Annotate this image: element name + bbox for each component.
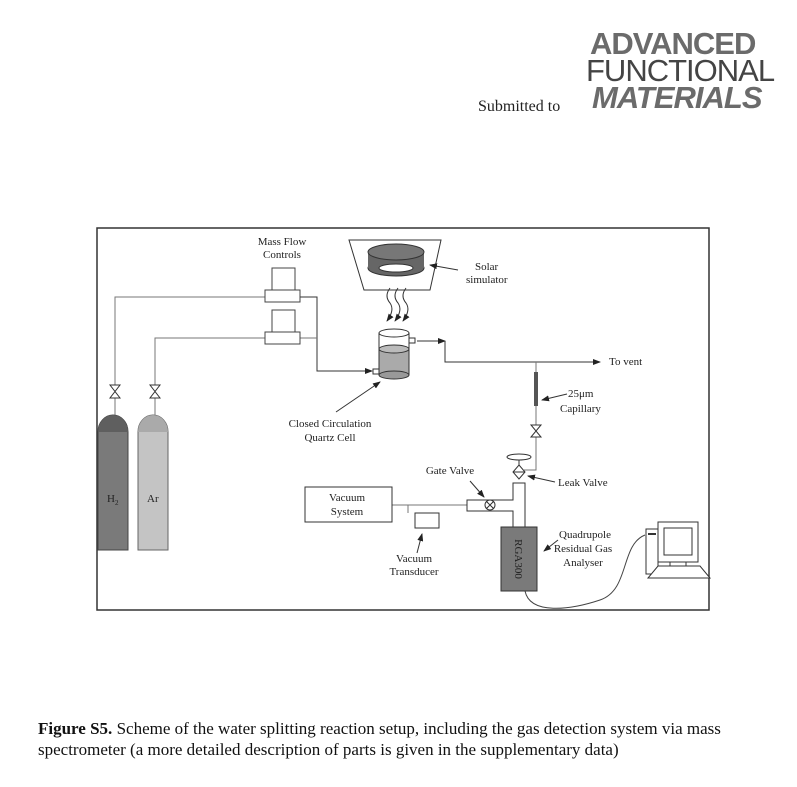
ar-cylinder: Ar: [137, 414, 169, 551]
label-quartz-cell: Quartz Cell: [304, 432, 355, 444]
label-analyser: Analyser: [563, 557, 603, 569]
h2-cylinder: H2: [97, 414, 129, 551]
label-vacuum: Vacuum: [329, 492, 365, 504]
figure-caption: Figure S5. Scheme of the water splitting…: [38, 718, 778, 760]
label-transducer-vacuum: Vacuum: [396, 553, 432, 565]
label-residual-gas: Residual Gas: [554, 543, 612, 555]
gate-valve: [469, 480, 496, 511]
label-rga300: RGA300: [512, 539, 524, 579]
valve-icon: [148, 384, 162, 399]
caption-label: Figure S5.: [38, 719, 113, 738]
capillary: [534, 372, 538, 406]
logo-line-3: MATERIALS: [592, 80, 763, 115]
valve-icon: [529, 424, 543, 438]
label-capillary: Capillary: [560, 403, 601, 415]
caption-text: Scheme of the water splitting reaction s…: [38, 719, 721, 759]
leak-valve: [506, 453, 556, 483]
rga300-box: [500, 526, 538, 592]
mass-flow-controllers: [264, 267, 301, 345]
valve-icon: [108, 384, 122, 399]
logo-line-1: ADVANCED: [590, 26, 756, 61]
label-controls: Controls: [263, 249, 301, 261]
gas-lines: [114, 296, 646, 609]
logo-line-2: FUNCTIONAL: [586, 53, 775, 88]
vacuum-tube: [466, 482, 526, 528]
vacuum-transducer: [414, 512, 440, 529]
journal-logo: ADVANCED FUNCTIONAL MATERIALS: [586, 26, 775, 115]
computer-icon: [645, 521, 712, 579]
cylinder-valves: [108, 384, 543, 438]
label-transducer: Transducer: [389, 566, 438, 578]
label-system: System: [331, 506, 364, 518]
label-solar: Solar: [475, 261, 499, 273]
label-quadrupole: Quadrupole: [559, 529, 611, 541]
vacuum-system-box: [304, 486, 393, 523]
label-to-vent: To vent: [609, 356, 642, 368]
quartz-cell: [335, 328, 416, 413]
solar-simulator: [348, 239, 459, 322]
label-closed-circulation: Closed Circulation: [289, 418, 372, 430]
figure-frame: [96, 227, 710, 611]
label-leak-valve: Leak Valve: [558, 477, 608, 489]
svg-text:H2: H2: [107, 493, 119, 507]
label-mass-flow: Mass Flow: [258, 236, 307, 248]
label-gate-valve: Gate Valve: [426, 465, 474, 477]
label-25um: 25μm: [568, 388, 594, 400]
submitted-to: Submitted to: [478, 98, 561, 115]
svg-text:Ar: Ar: [147, 493, 159, 505]
label-simulator: simulator: [466, 274, 508, 286]
